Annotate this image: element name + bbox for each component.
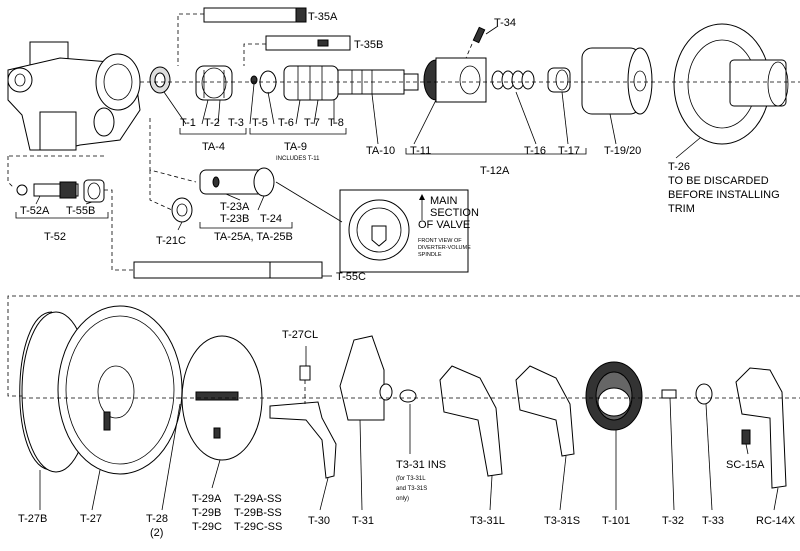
part-t17 [547, 67, 571, 93]
part-t3-31-ins [399, 389, 417, 403]
part-t11 [423, 57, 487, 103]
part-t19-20 [581, 47, 653, 115]
label-t31: T-31 [352, 515, 374, 527]
part-t1 [149, 66, 171, 94]
part-t34 [472, 26, 486, 44]
part-t23 [199, 167, 275, 197]
label-t3-31s: T3-31S [544, 515, 580, 527]
label-t35a: T-35A [308, 11, 338, 23]
part-t55c [133, 261, 323, 279]
label-t29c-ss: T-29C-SS [234, 521, 282, 533]
label-ta10: TA-10 [366, 145, 395, 157]
label-t27b: T-27B [18, 513, 47, 525]
label-t12a: T-12A [480, 165, 510, 177]
part-t5 [250, 75, 258, 85]
part-t52a [16, 181, 79, 199]
label-ta4: TA-4 [202, 141, 225, 153]
part-t16 [491, 70, 535, 90]
label-t1: T-1 [180, 117, 196, 129]
part-t55b [83, 179, 105, 203]
label-t3: T-3 [228, 117, 244, 129]
label-t33: T-33 [702, 515, 724, 527]
label-t26-note3: TRIM [668, 203, 695, 215]
label-t35b: T-35B [354, 39, 383, 51]
label-t29a-ss: T-29A-SS [234, 493, 282, 505]
label-main2: SECTION [430, 207, 479, 219]
label-t55c: T-55C [336, 271, 366, 283]
label-front2: DIVERTER-VOLUME [418, 245, 471, 251]
label-ta9-note: INCLUDES T-11 [276, 156, 320, 162]
label-t11: T-11 [410, 145, 431, 157]
label-t29a: T-29A [192, 493, 222, 505]
label-t29b: T-29B [192, 507, 221, 519]
label-t26: T-26 [668, 161, 690, 173]
part-labels: T-35A T-35B T-34 T-1 T-2 T-3 TA-4 T-5 T-… [18, 11, 796, 539]
label-t6: T-6 [278, 117, 294, 129]
label-t27cl: T-27CL [282, 329, 318, 341]
label-t21c: T-21C [156, 235, 186, 247]
part-t27cl [299, 365, 311, 381]
label-t26-note2: BEFORE INSTALLING [668, 189, 780, 201]
label-t8: T-8 [328, 117, 344, 129]
label-t27: T-27 [80, 513, 102, 525]
label-t2: T-2 [204, 117, 220, 129]
label-t7: T-7 [304, 117, 320, 129]
part-t32 [661, 389, 677, 399]
label-main1: MAIN [430, 195, 458, 207]
main-section-inset [339, 189, 469, 273]
label-t5: T-5 [252, 117, 268, 129]
part-t2-t3 [195, 65, 233, 101]
label-t3-31-ins: T3-31 INS [396, 459, 446, 471]
part-t30 [269, 401, 337, 479]
valve-body [7, 41, 141, 151]
label-rc14x: RC-14X [756, 515, 796, 527]
label-t28-qty: (2) [150, 527, 163, 539]
label-t17: T-17 [558, 145, 580, 157]
part-ta9 [283, 65, 339, 101]
label-t29b-ss: T-29B-SS [234, 507, 282, 519]
part-t27 [57, 305, 183, 475]
part-t3-31s [515, 365, 575, 457]
part-t35b [265, 35, 351, 51]
label-front1: FRONT VIEW OF [418, 238, 462, 244]
label-t3-31-ins-4: only) [396, 496, 409, 502]
label-t3-31-ins-3: and T3-31S [396, 486, 427, 492]
label-t34: T-34 [494, 17, 516, 29]
label-t19-20: T-19/20 [604, 145, 641, 157]
leader-lines [7, 13, 800, 511]
label-ta25: TA-25A, TA-25B [214, 231, 293, 243]
part-sc15a [741, 429, 751, 445]
label-t52a: T-52A [20, 205, 50, 217]
label-t55b: T-55B [66, 205, 95, 217]
part-t3-31l [439, 365, 503, 477]
label-t101: T-101 [602, 515, 630, 527]
label-front3: SPINDLE [418, 252, 442, 258]
label-t16: T-16 [524, 145, 546, 157]
label-t29c: T-29C [192, 521, 222, 533]
label-t30: T-30 [308, 515, 330, 527]
label-t52: T-52 [44, 231, 66, 243]
label-t23b: T-23B [220, 213, 249, 225]
part-t35a [203, 7, 307, 23]
label-ta9: TA-9 [284, 141, 307, 153]
label-main3: OF VALVE [418, 219, 470, 231]
label-t23a: T-23A [220, 201, 250, 213]
label-sc15a: SC-15A [726, 459, 765, 471]
part-t101 [585, 361, 643, 431]
label-t24: T-24 [260, 213, 282, 225]
label-t26-note1: TO BE DISCARDED [668, 175, 769, 187]
label-t3-31-ins-2: (for T3-31L [396, 476, 426, 482]
part-t26 [673, 23, 789, 145]
part-t21c [171, 197, 193, 223]
label-t32: T-32 [662, 515, 684, 527]
part-t33 [695, 383, 713, 405]
part-t31 [339, 335, 393, 421]
label-t3-31l: T3-31L [470, 515, 505, 527]
label-t28: T-28 [146, 513, 168, 525]
